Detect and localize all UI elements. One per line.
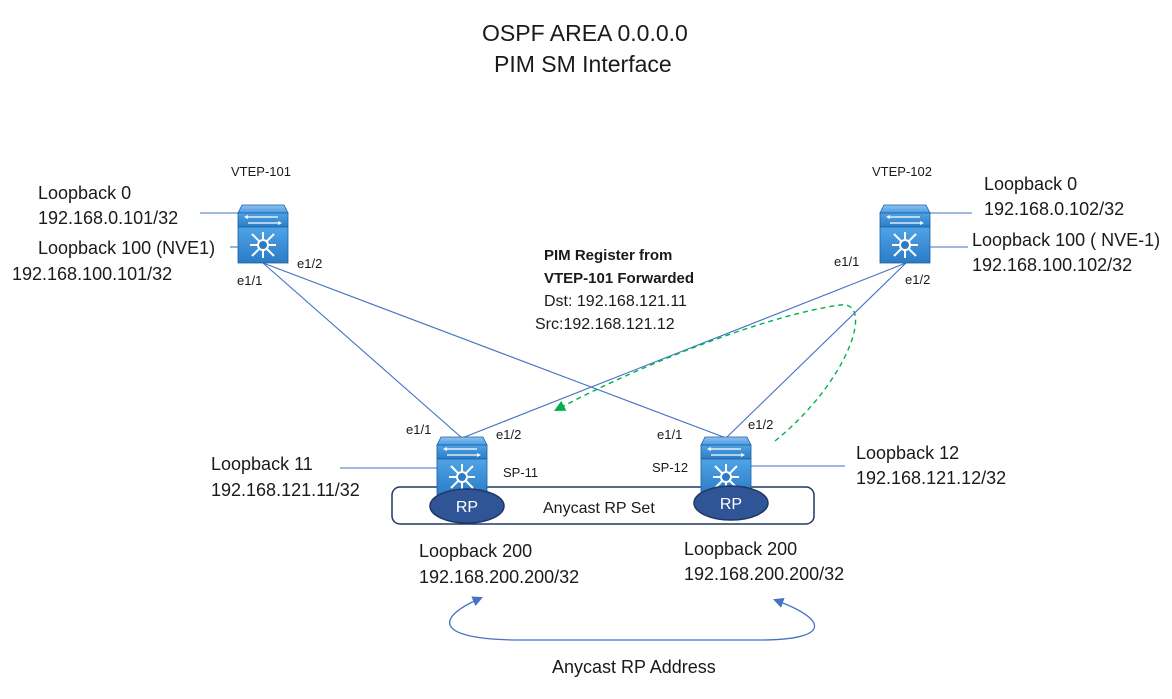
vtep-101-name: VTEP-101 [231,164,291,179]
link-vtep101-sp12 [262,262,727,439]
sp-12-lo-addr: 192.168.121.12/32 [856,468,1006,488]
pim-register-line-2: VTEP-101 Forwarded [544,270,694,287]
vtep-102-name: VTEP-102 [872,164,932,179]
title-line-2: PIM SM Interface [494,51,672,77]
link-vtep102-sp11 [461,262,907,439]
vtep-102-lo0-label: Loopback 0 [984,174,1077,194]
pim-register-dst: Dst: 192.168.121.11 [544,293,687,310]
vtep-101-switch[interactable] [237,204,289,264]
anycast-address-arrow [449,596,816,641]
link-vtep101-sp11 [262,262,463,439]
nexus-switch-icon [237,204,289,264]
sp-12-lo200-addr: 192.168.200.200/32 [684,564,844,584]
sp-12-lo200-label: Loopback 200 [684,539,797,559]
vtep-101-lo0-addr: 192.168.0.101/32 [38,208,178,228]
sp-11-switch[interactable] [436,436,488,496]
sp-12-port-e12: e1/2 [748,417,773,432]
sp-11-port-e11: e1/1 [406,422,431,437]
sp-12-name: SP-12 [652,460,688,475]
vtep-101-lo100-label: Loopback 100 (NVE1) [38,238,215,258]
pim-register-src: Src:192.168.121.12 [535,316,675,333]
nexus-switch-icon [879,204,931,264]
link-vtep102-sp12 [725,262,907,439]
pim-register-arrow [554,304,857,442]
title-line-1: OSPF AREA 0.0.0.0 [482,20,688,46]
pim-register-line-1: PIM Register from [544,247,672,264]
vtep-102-switch[interactable] [879,204,931,264]
vtep-101-lo100-addr: 192.168.100.101/32 [12,264,172,284]
sp-11-lo-label: Loopback 11 [211,454,313,474]
rp-label-sp12: RP [720,496,742,513]
nexus-switch-icon [436,436,488,496]
rp-badge-sp11 [429,488,505,524]
sp-11-lo200-addr: 192.168.200.200/32 [419,567,579,587]
anycast-rp-set-label: Anycast RP Set [543,500,655,517]
vtep-101-lo0-label: Loopback 0 [38,183,131,203]
sp-11-lo200-label: Loopback 200 [419,541,532,561]
rp-badge-sp12 [693,485,769,521]
vtep-102-lo100-label: Loopback 100 ( NVE-1) [972,230,1160,250]
sp-11-name: SP-11 [503,465,538,480]
sp-12-port-e11: e1/1 [657,427,682,442]
vtep-102-lo100-addr: 192.168.100.102/32 [972,255,1132,275]
sp-11-lo-addr: 192.168.121.11/32 [211,480,360,500]
vtep-101-port-e12: e1/2 [297,256,322,271]
sp-11-port-e12: e1/2 [496,427,521,442]
vtep-102-lo0-addr: 192.168.0.102/32 [984,199,1124,219]
vtep-101-port-e11: e1/1 [237,273,262,288]
vtep-102-port-e11: e1/1 [834,254,859,269]
sp-12-lo-label: Loopback 12 [856,443,959,463]
rp-label-sp11: RP [456,499,478,516]
anycast-rp-address-label: Anycast RP Address [552,657,716,677]
vtep-102-port-e12: e1/2 [905,272,930,287]
